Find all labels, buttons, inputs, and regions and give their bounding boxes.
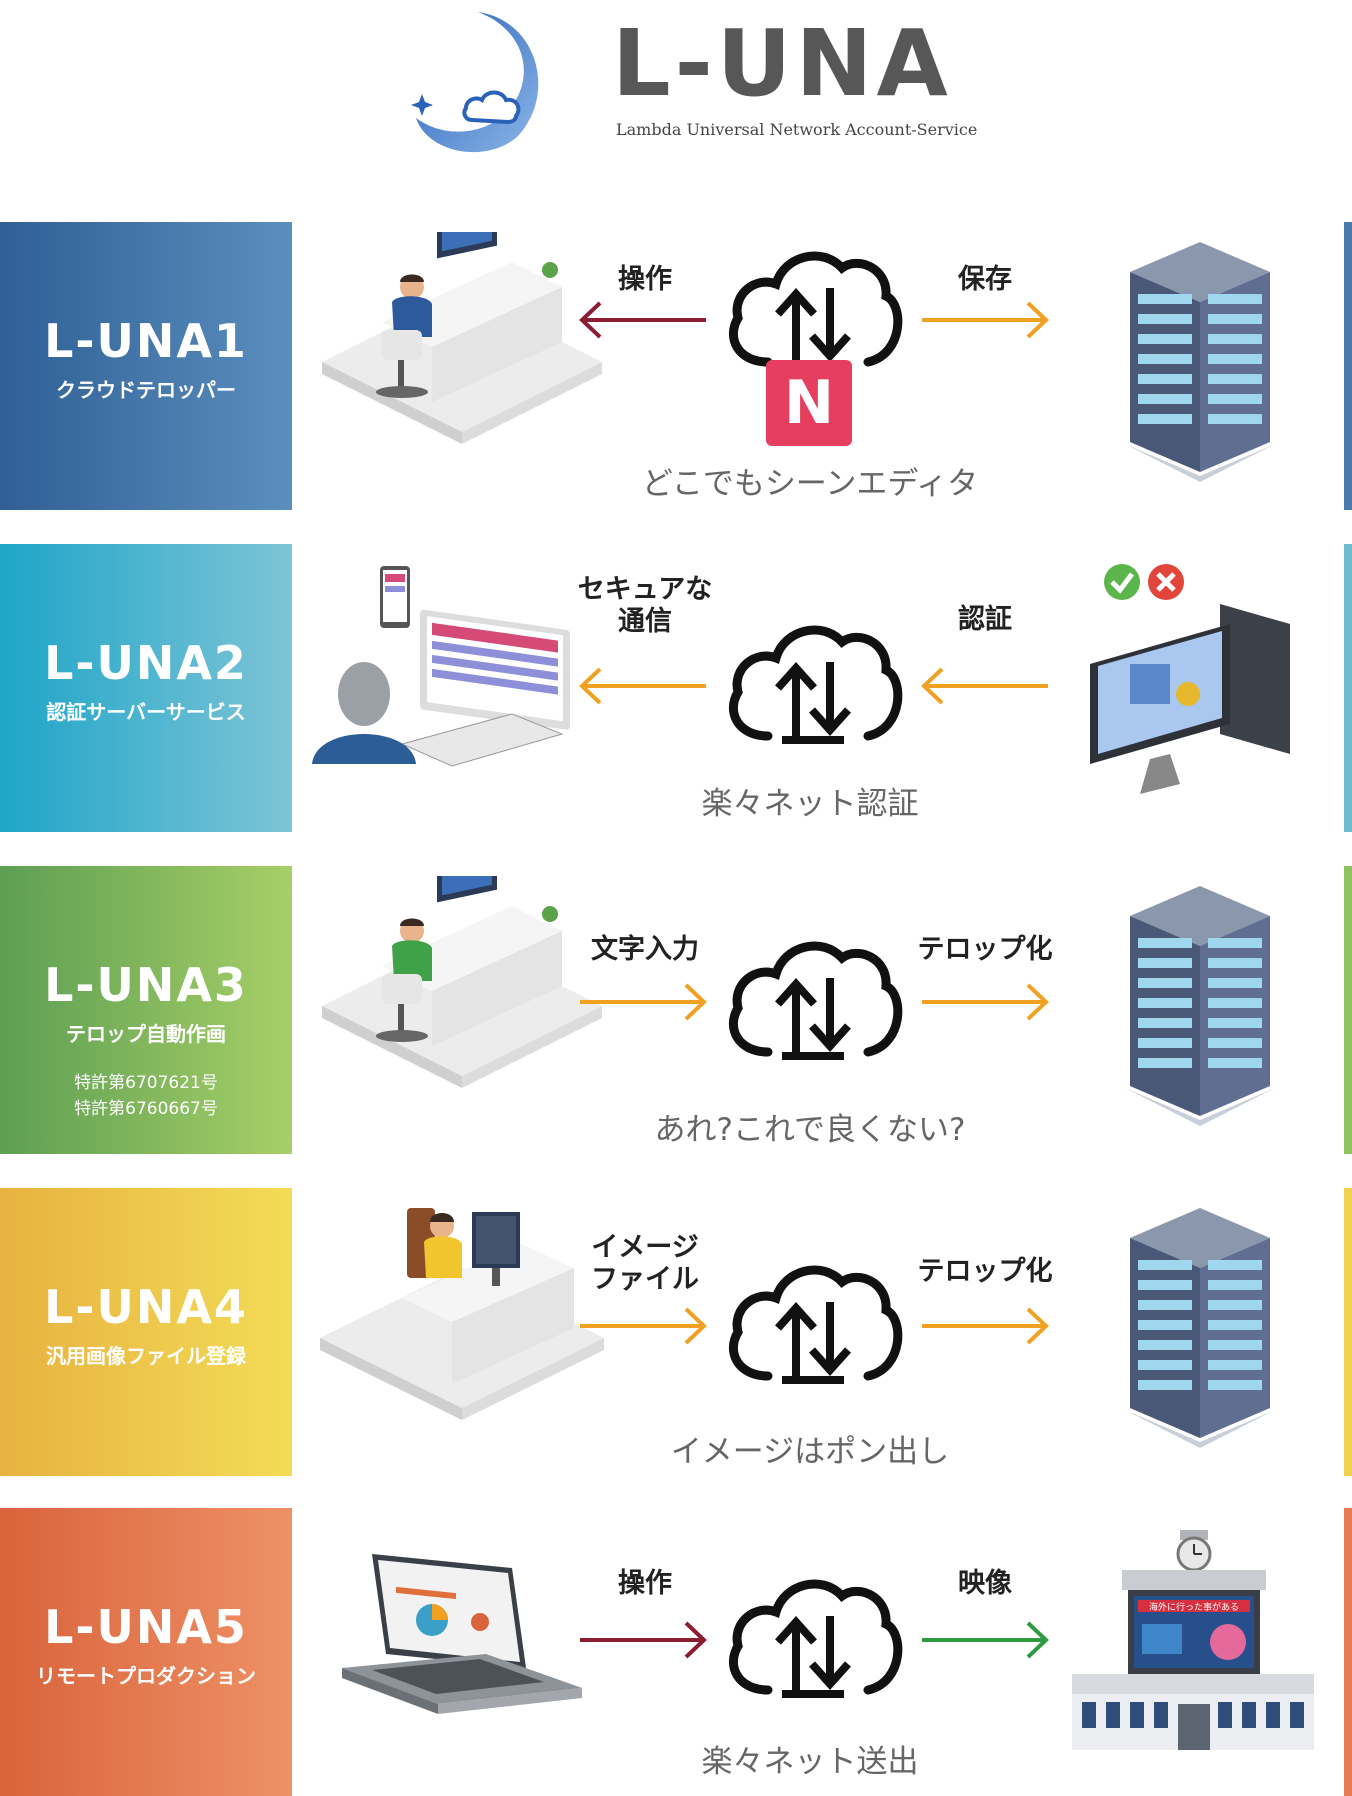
arrow-right-icon — [922, 301, 1049, 339]
service-subtitle: リモートプロダクション — [36, 1664, 256, 1688]
caption: 楽々ネット認証 — [701, 786, 919, 822]
arrow-right-icon — [580, 983, 707, 1021]
arrow-right-icon — [922, 983, 1049, 1021]
caption: どこでもシーンエディタ — [641, 466, 979, 502]
arrow-left-icon — [579, 667, 706, 705]
laptop-illustration-icon — [342, 1554, 582, 1714]
left-label: 文字入力 — [591, 934, 699, 965]
caption: 楽々ネット送出 — [701, 1744, 919, 1780]
logo-title: L-UNA — [612, 10, 952, 117]
right-label: テロップ化 — [917, 1256, 1053, 1287]
n-app-badge-icon: N — [766, 360, 852, 446]
cloud-sync-icon — [728, 251, 903, 370]
service-title: L-UNA5 — [44, 1600, 248, 1654]
row-luna2: L-UNA2 認証サーバーサービス セキュアな 通信 認証 — [0, 544, 1352, 832]
right-accent-bar — [1344, 544, 1352, 832]
left-label-line-2: ファイル — [591, 1264, 699, 1295]
cloud-sync-icon — [728, 1265, 903, 1384]
left-label-line-1: セキュアな — [577, 574, 713, 605]
left-label-line-1: イメージ — [591, 1232, 699, 1263]
service-title: L-UNA1 — [44, 314, 248, 368]
moon-cloud-logo-icon — [411, 12, 539, 153]
right-accent-bar — [1344, 1188, 1352, 1476]
service-title: L-UNA4 — [44, 1280, 248, 1334]
auth-computer-illustration-icon — [1090, 564, 1290, 794]
service-subtitle: 汎用画像ファイル登録 — [46, 1344, 246, 1368]
header: L-UNA Lambda Universal Network Account-S… — [0, 0, 1352, 170]
desk-worker-illustration-icon — [322, 876, 602, 1088]
broadcast-building-icon: 海外に行った事がある — [1072, 1530, 1314, 1750]
right-label: 認証 — [958, 604, 1012, 635]
side-panel-luna1: L-UNA1 クラウドテロッパー — [0, 222, 292, 510]
service-subtitle: 認証サーバーサービス — [46, 700, 246, 724]
server-rack-icon — [1125, 886, 1275, 1126]
cloud-sync-icon — [728, 625, 903, 744]
side-panel-luna2: L-UNA2 認証サーバーサービス — [0, 544, 292, 832]
server-rack-icon — [1125, 242, 1275, 482]
arrow-left-icon — [579, 301, 706, 339]
service-subtitle: クラウドテロッパー — [56, 378, 236, 402]
cloud-sync-icon — [728, 941, 903, 1060]
row-luna4: L-UNA4 汎用画像ファイル登録 イメージ ファイル テロップ化 — [0, 1188, 1352, 1476]
desk-worker-illustration-icon — [322, 232, 602, 444]
row-luna1: L-UNA1 クラウドテロッパー 操作 N 保存 — [0, 222, 1352, 510]
right-accent-bar — [1344, 866, 1352, 1154]
patent-number-2: 特許第6760667号 — [74, 1099, 218, 1119]
right-accent-bar — [1344, 1508, 1352, 1796]
arrow-right-icon — [922, 1621, 1049, 1659]
arrow-left-icon — [921, 667, 1048, 705]
right-label: 保存 — [958, 264, 1012, 295]
side-panel-luna4: L-UNA4 汎用画像ファイル登録 — [0, 1188, 292, 1476]
right-label: 映像 — [958, 1568, 1012, 1599]
arrow-right-icon — [580, 1621, 707, 1659]
right-accent-bar — [1344, 222, 1352, 510]
patent-number-1: 特許第6707621号 — [74, 1073, 218, 1093]
service-subtitle: テロップ自動作画 — [66, 1022, 226, 1046]
screen-headline: 海外に行った事がある — [1149, 1601, 1239, 1613]
side-panel-luna5: L-UNA5 リモートプロダクション — [0, 1508, 292, 1796]
side-panel-luna3: L-UNA3 テロップ自動作画 特許第6707621号 特許第6760667号 — [0, 866, 292, 1154]
row-luna5: L-UNA5 リモートプロダクション 操作 映像 — [0, 1508, 1352, 1796]
logo-subtitle: Lambda Universal Network Account-Service — [616, 120, 978, 139]
service-title: L-UNA3 — [44, 958, 248, 1012]
service-title: L-UNA2 — [44, 636, 248, 690]
caption: あれ?これで良くない? — [654, 1112, 966, 1148]
row-luna3: L-UNA3 テロップ自動作画 特許第6707621号 特許第6760667号 … — [0, 866, 1352, 1154]
desk-worker-illustration-icon — [320, 1208, 604, 1420]
arrow-right-icon — [580, 1307, 707, 1345]
server-rack-icon — [1125, 1208, 1275, 1448]
right-label: テロップ化 — [917, 934, 1053, 965]
left-label: 操作 — [618, 264, 672, 295]
caption: イメージはポン出し — [670, 1434, 950, 1470]
left-label-line-2: 通信 — [618, 606, 672, 637]
cloud-sync-icon — [728, 1579, 903, 1698]
arrow-right-icon — [922, 1307, 1049, 1345]
left-label: 操作 — [618, 1568, 672, 1599]
user-devices-illustration-icon — [312, 566, 570, 767]
